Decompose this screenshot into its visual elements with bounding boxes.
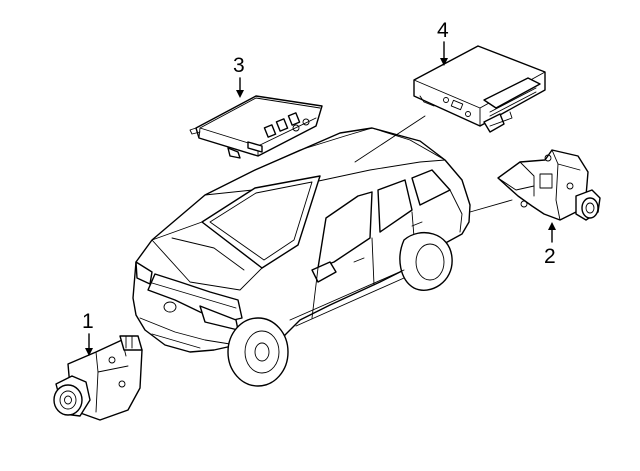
vehicle-illustration (132, 127, 471, 387)
callout-number-2: 2 (544, 245, 556, 268)
leader-line-2 (469, 199, 513, 213)
part-2-camera (497, 149, 601, 221)
arrowhead-2-icon (548, 222, 556, 230)
callout-2: 2 (544, 222, 556, 268)
part-3-control-module (189, 95, 323, 159)
callout-number-1: 1 (82, 310, 94, 333)
part-4-box-module (413, 45, 546, 133)
arrowhead-1-icon (85, 348, 93, 356)
callout-number-4: 4 (437, 19, 449, 42)
leader-line-4 (354, 115, 426, 163)
part-1-camera (53, 335, 143, 421)
arrowhead-4-icon (440, 58, 448, 66)
callout-3: 3 (233, 54, 245, 98)
callout-number-3: 3 (233, 54, 245, 77)
callout-1: 1 (82, 310, 94, 356)
arrowhead-3-icon (236, 90, 244, 98)
callout-4: 4 (437, 19, 449, 66)
